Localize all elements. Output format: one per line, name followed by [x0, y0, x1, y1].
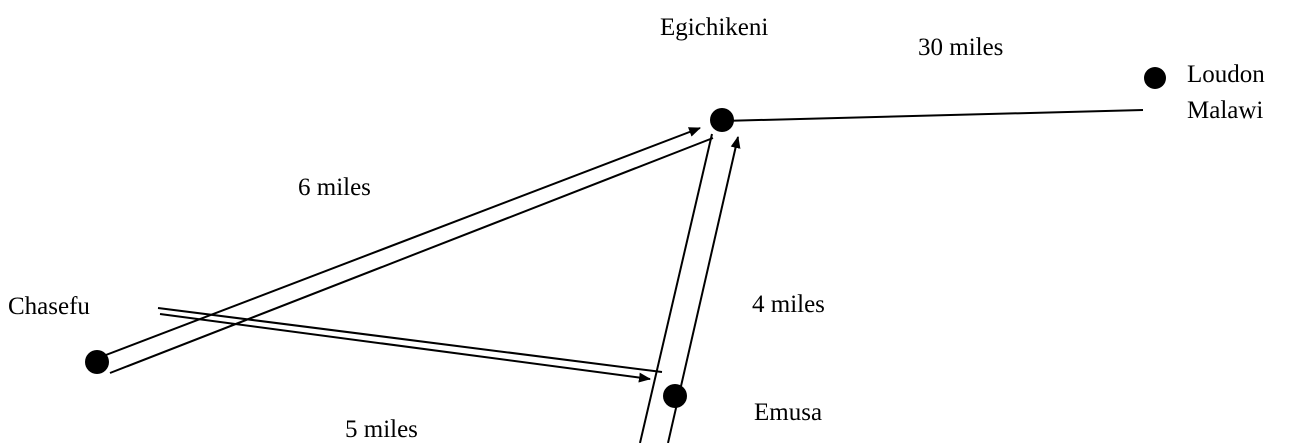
loudon-malawi-label-line1: Loudon	[1187, 61, 1265, 88]
distance-chasefu-emusa: 5 miles	[345, 416, 418, 443]
chasefu-dot	[85, 350, 109, 374]
road-emusa-egichikeni-left	[639, 133, 713, 443]
distance-chasefu-egichikeni: 6 miles	[298, 174, 371, 201]
egichikeni-dot	[710, 108, 734, 132]
road-chasefu-emusa-upper	[157, 307, 663, 373]
road-chasefu-egichikeni-lower	[109, 137, 714, 374]
road-chasefu-emusa-lower	[159, 313, 651, 383]
road-chasefu-egichikeni-upper	[97, 127, 701, 359]
chasefu-label: Chasefu	[8, 293, 90, 320]
distance-egichikeni-loudon: 30 miles	[918, 34, 1003, 61]
emusa-dot	[663, 384, 687, 408]
egichikeni-label: Egichikeni	[660, 14, 768, 41]
loudon-malawi-label-line2: Malawi	[1187, 97, 1263, 124]
loudon-malawi-dot	[1144, 67, 1166, 89]
distance-emusa-egichikeni: 4 miles	[752, 291, 825, 318]
road-egichikeni-loudon	[721, 109, 1144, 122]
emusa-label: Emusa	[754, 399, 822, 426]
